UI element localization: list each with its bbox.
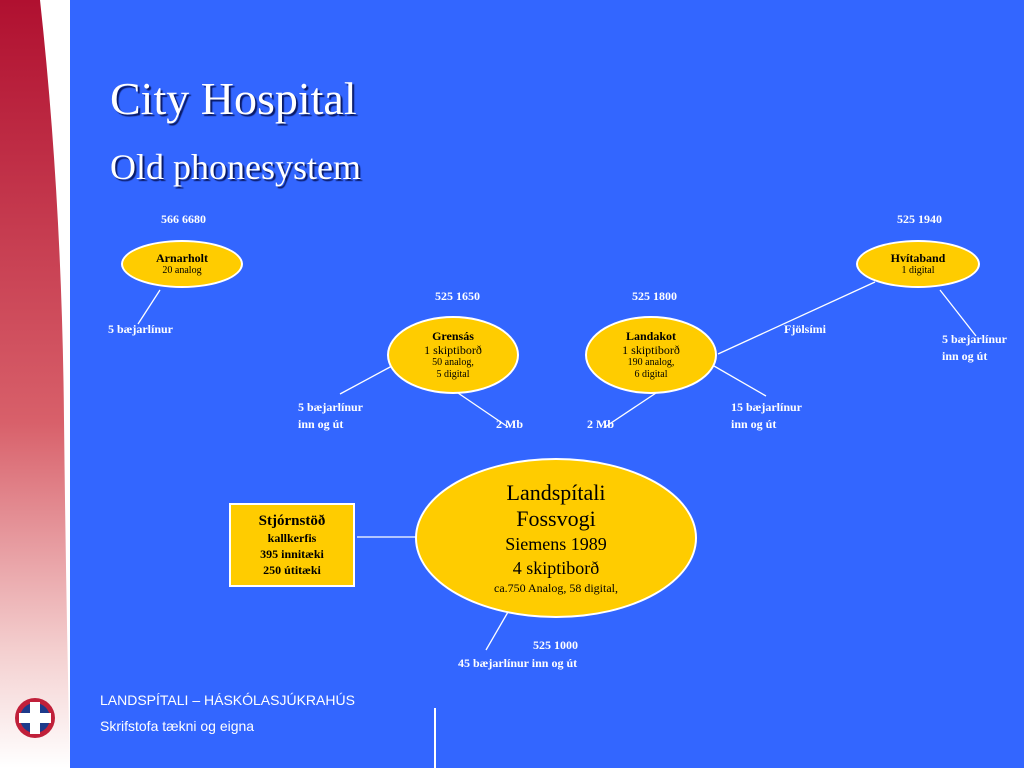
control-box-line-2: 395 innitæki	[260, 547, 324, 561]
left-decorative-band	[0, 0, 70, 768]
control-box-line-3: 250 útitæki	[263, 563, 321, 577]
main-node-switchboards: 4 skiptiborð	[512, 558, 600, 578]
grensas-link-label: 2 Mb	[496, 417, 523, 431]
hvitaband-lines-label-2: inn og út	[942, 349, 988, 363]
main-external-line	[485, 611, 509, 651]
grensas-lines-label-2: inn og út	[298, 417, 344, 431]
landakot-lines-label-1: 15 bæjarlínur	[731, 400, 803, 414]
node-grensas-name: Grensás	[432, 329, 474, 343]
node-grensas-switchboards: 1 skiptiborð	[424, 343, 482, 357]
grensas-external-line	[339, 365, 393, 395]
node-landakot-switchboards: 1 skiptiborð	[622, 343, 680, 357]
footer-divider	[434, 708, 436, 768]
node-hvitaband: Hvítaband 1 digital	[856, 240, 980, 288]
main-node-name-1: Landspítali	[506, 480, 606, 505]
control-box: Stjórnstöð kallkerfis 395 innitæki 250 ú…	[229, 503, 355, 587]
grensas-number: 525 1650	[435, 289, 480, 303]
hvitaband-landakot-line	[717, 281, 876, 355]
arnarholt-external-line	[137, 289, 161, 325]
main-number: 525 1000	[533, 638, 578, 652]
slide-title: City Hospital	[110, 73, 357, 124]
hvitaband-lines-label-1: 5 bæjarlínur	[942, 332, 1008, 346]
node-arnarholt-detail: 20 analog	[162, 265, 202, 276]
hvitaband-external-line	[939, 289, 977, 337]
landakot-link-label: 2 Mb	[587, 417, 614, 431]
node-arnarholt-name: Arnarholt	[156, 251, 208, 265]
main-node-devices: ca.750 Analog, 58 digital,	[494, 581, 618, 595]
landakot-lines-label-2: inn og út	[731, 417, 777, 431]
main-lines-label: 45 bæjarlínur inn og út	[458, 656, 578, 670]
hvitaband-number: 525 1940	[897, 212, 942, 226]
grensas-main-link	[457, 392, 509, 428]
node-landakot-digital: 6 digital	[634, 369, 668, 380]
node-hvitaband-detail: 1 digital	[901, 265, 935, 276]
landakot-external-line	[713, 365, 767, 397]
control-box-line-1: kallkerfis	[267, 531, 317, 545]
arnarholt-lines-label: 5 bæjarlínur	[108, 322, 174, 336]
node-landakot-name: Landakot	[625, 329, 677, 343]
control-box-title: Stjórnstöð	[258, 513, 326, 529]
arnarholt-number: 566 6680	[161, 212, 206, 226]
node-landakot-analog: 190 analog,	[627, 357, 675, 368]
main-node-name-2: Fossvogi	[516, 506, 596, 531]
slide-subtitle: Old phonesystem	[110, 147, 361, 187]
node-hvitaband-name: Hvítaband	[890, 251, 946, 265]
grensas-lines-label-1: 5 bæjarlínur	[298, 400, 364, 414]
node-landakot: Landakot 1 skiptiborð 190 analog, 6 digi…	[585, 316, 717, 394]
landakot-number: 525 1800	[632, 289, 677, 303]
node-grensas-digital: 5 digital	[436, 369, 470, 380]
node-grensas-analog: 50 analog,	[432, 357, 474, 368]
landakot-main-link	[604, 392, 657, 428]
footer-department: Skrifstofa tækni og eigna	[100, 718, 255, 734]
node-grensas: Grensás 1 skiptiborð 50 analog, 5 digita…	[387, 316, 519, 394]
main-node-system: Siemens 1989	[505, 534, 607, 554]
fjolsimi-label: Fjölsími	[784, 322, 826, 336]
footer-institution: LANDSPÍTALI – HÁSKÓLASJÚKRAHÚS	[100, 692, 355, 708]
node-landspitali-fossvogi: Landspítali Fossvogi Siemens 1989 4 skip…	[415, 458, 697, 618]
hospital-cross-logo-icon	[15, 698, 55, 738]
node-arnarholt: Arnarholt 20 analog	[121, 240, 243, 288]
